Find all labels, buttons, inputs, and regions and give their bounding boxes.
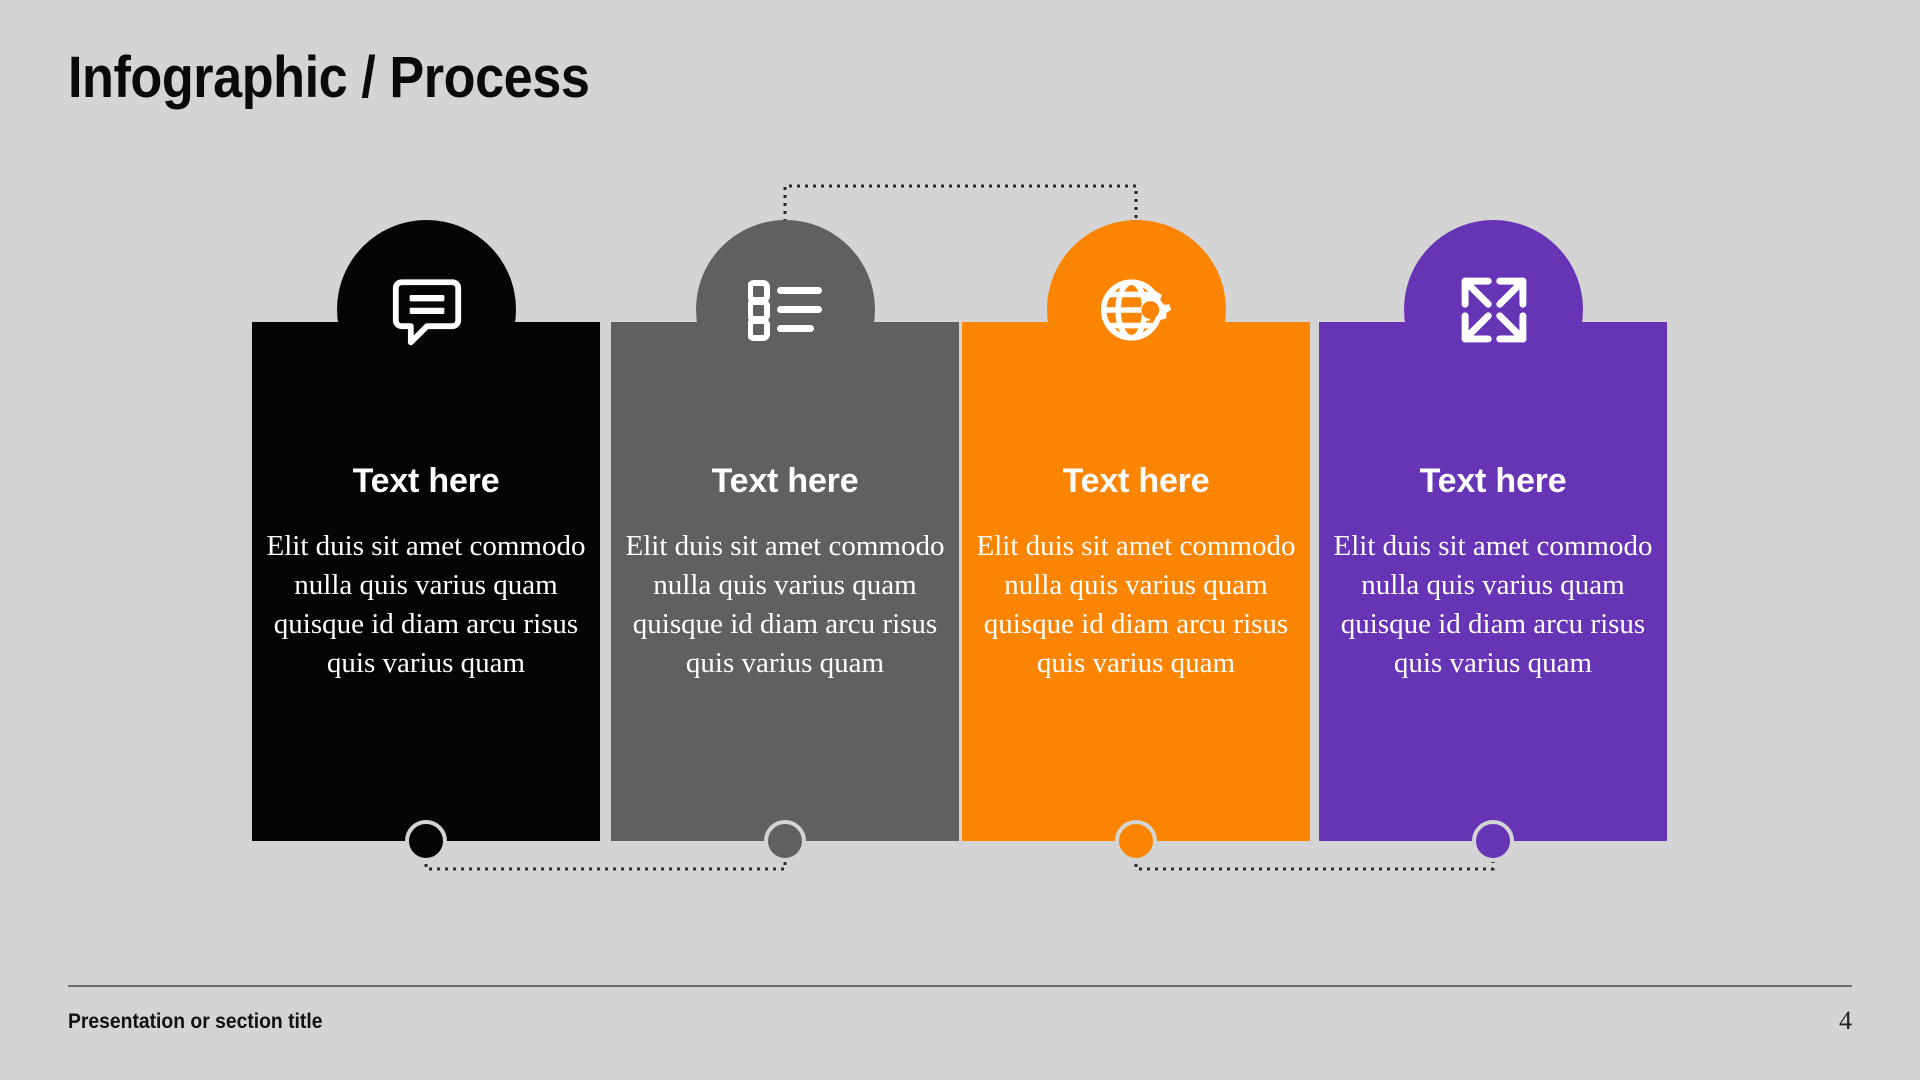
page-title: Infographic / Process bbox=[68, 45, 590, 110]
speech-bubble-icon bbox=[390, 273, 464, 347]
step-icon-badge bbox=[696, 220, 875, 399]
step-node-dot bbox=[1115, 820, 1157, 862]
expand-arrows-icon bbox=[1457, 273, 1531, 347]
page-number: 4 bbox=[1839, 1006, 1852, 1035]
process-step-4[interactable]: Text here Elit duis sit amet commodo nul… bbox=[1319, 220, 1667, 862]
process-step-2[interactable]: Text here Elit duis sit amet commodo nul… bbox=[611, 220, 959, 862]
bottom-connector-step1-step2 bbox=[424, 848, 787, 871]
footer-title: Presentation or section title bbox=[68, 1010, 323, 1033]
step-card bbox=[611, 322, 959, 841]
step-node-dot bbox=[405, 820, 447, 862]
globe-gear-icon bbox=[1097, 270, 1177, 350]
step-body-text: Elit duis sit amet commodo nulla quis va… bbox=[266, 530, 586, 679]
bulleted-list-icon bbox=[747, 277, 824, 343]
step-node-dot bbox=[1472, 820, 1514, 862]
top-connector-step2-step3 bbox=[783, 184, 1138, 222]
step-icon-badge bbox=[1047, 220, 1226, 399]
footer-divider bbox=[68, 985, 1852, 987]
step-heading: Text here bbox=[711, 462, 859, 500]
step-card bbox=[1319, 322, 1667, 841]
step-icon-badge bbox=[337, 220, 516, 399]
process-step-1[interactable]: Text here Elit duis sit amet commodo nul… bbox=[252, 220, 600, 862]
step-icon-badge bbox=[1404, 220, 1583, 399]
step-heading: Text here bbox=[352, 462, 500, 500]
step-body-text: Elit duis sit amet commodo nulla quis va… bbox=[976, 530, 1296, 679]
step-heading: Text here bbox=[1062, 462, 1210, 500]
step-card bbox=[962, 322, 1310, 841]
step-node-dot bbox=[764, 820, 806, 862]
step-body-text: Elit duis sit amet commodo nulla quis va… bbox=[1333, 530, 1653, 679]
step-heading: Text here bbox=[1419, 462, 1567, 500]
process-step-3[interactable]: Text here Elit duis sit amet commodo nul… bbox=[962, 220, 1310, 862]
step-card bbox=[252, 322, 600, 841]
step-body-text: Elit duis sit amet commodo nulla quis va… bbox=[625, 530, 945, 679]
bottom-connector-step3-step4 bbox=[1134, 848, 1495, 871]
